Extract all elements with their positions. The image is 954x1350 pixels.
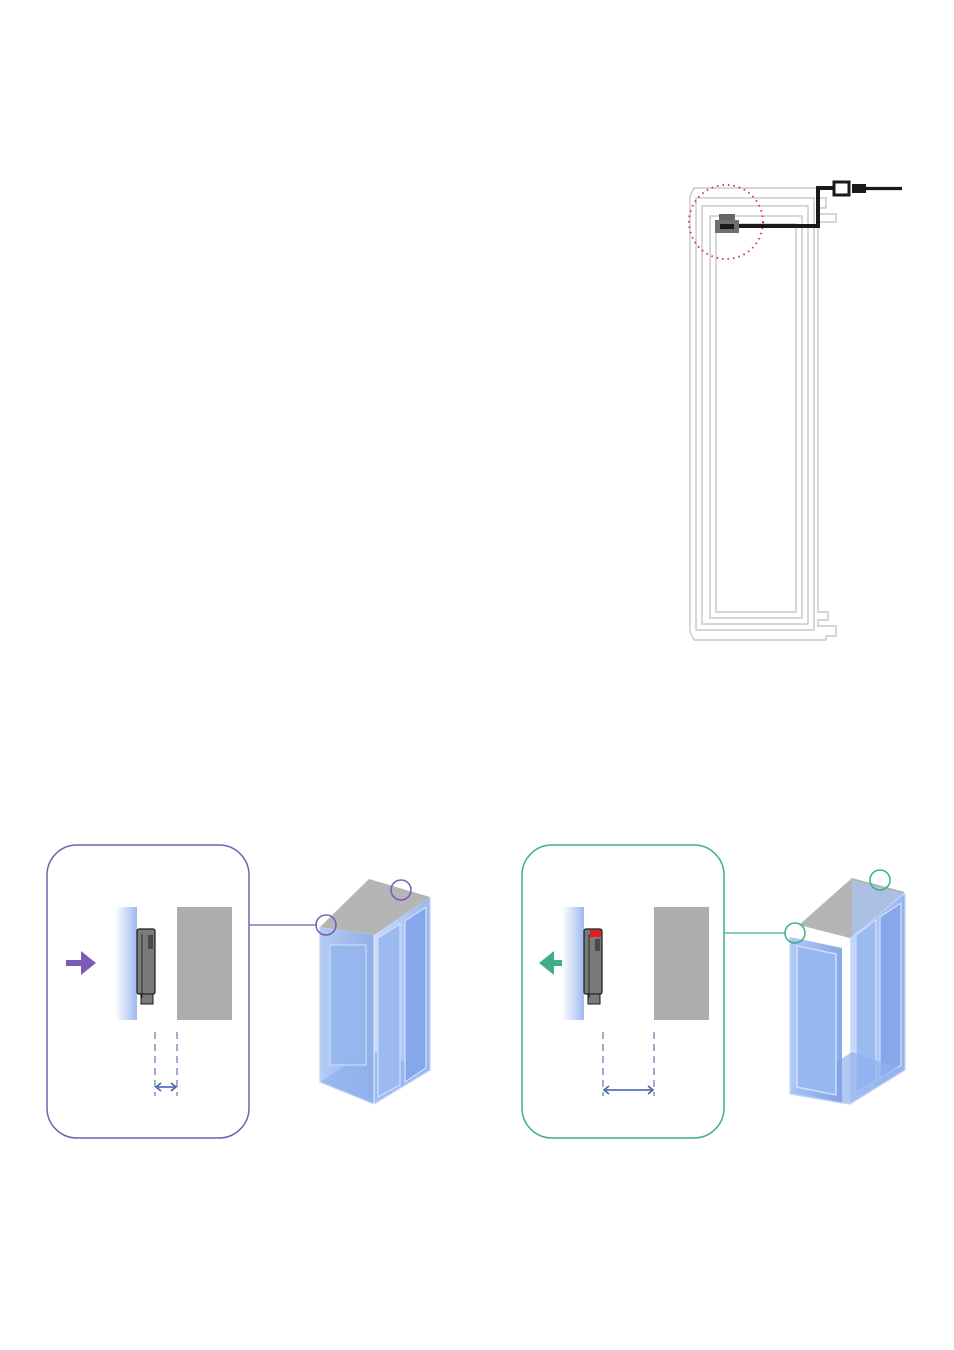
open-door-wall — [562, 907, 584, 1020]
closed-magnet-block — [177, 907, 232, 1020]
door-frame-inner-3 — [710, 216, 802, 618]
door-open-state — [522, 845, 905, 1138]
door-sensor-unit — [715, 214, 739, 233]
door-frame-inner-4 — [716, 224, 796, 612]
alarm-indicator-light — [590, 930, 601, 937]
closed-door-wall — [115, 907, 137, 1020]
door-frame-inner-2 — [702, 206, 808, 624]
open-magnet-block — [654, 907, 709, 1020]
open-cabinet — [790, 878, 905, 1104]
door-closed-state — [47, 845, 430, 1138]
closed-sensor-body — [137, 929, 155, 1004]
cable-connector — [834, 182, 849, 195]
cable-plug — [852, 184, 866, 193]
open-sensor-body — [584, 929, 602, 1004]
closed-cabinet — [320, 879, 430, 1104]
